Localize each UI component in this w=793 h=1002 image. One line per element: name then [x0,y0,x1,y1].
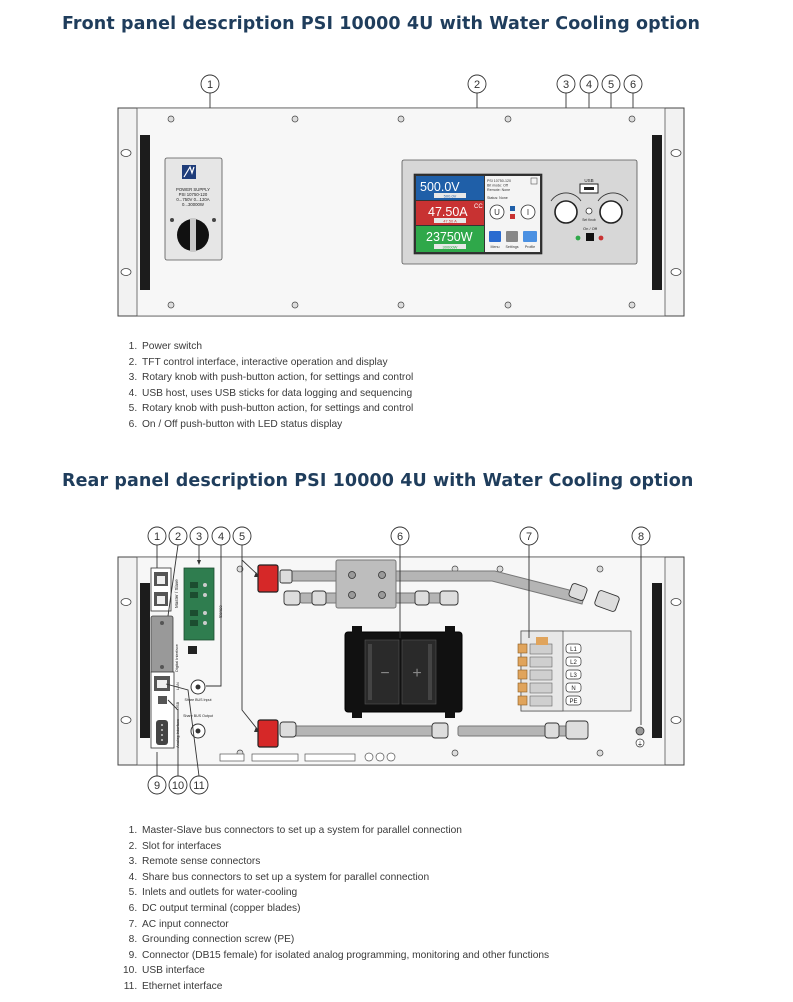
onoff-label: On / Off [583,226,598,231]
rear-item-10: USB interface [140,963,549,979]
rear-callout-9: 9 [154,780,160,792]
front-callout-3: 3 [563,79,569,91]
ground-symbol-icon: ⏚ [637,741,643,748]
ac-terminal-l3: L3 [570,673,577,679]
rear-label-master-slave: Master / Slave [174,579,179,608]
rear-item-1: Master-Slave bus connectors to set up a … [140,823,549,839]
power-label-line-2: PSI 10750-120 [179,192,208,197]
display-mode: CC [474,204,483,210]
rear-label-usb: USB [175,701,180,710]
display-current: 47.50A [428,205,468,219]
rear-item-4: Share bus connectors to set up a system … [140,870,549,886]
front-item-5: Rotary knob with push-button action, for… [140,401,413,417]
rear-callout-11: 11 [193,780,204,792]
rear-panel-diagram: Master / Slave Digital Interface Sense L… [117,526,685,795]
display-current-set: 47.50 A [443,218,457,223]
rear-item-8: Grounding connection screw (PE) [140,932,549,948]
rear-callout-7: 7 [526,531,532,543]
rear-item-9: Connector (DB15 female) for isolated ana… [140,948,549,964]
front-item-3: Rotary knob with push-button action, for… [140,370,413,386]
rear-callout-8: 8 [638,531,644,543]
display-info-3: Remote: None [487,188,510,192]
rear-callout-2: 2 [175,531,181,543]
display-info-2: Bit mode: Off [487,184,508,188]
display-voltage: 500.0V [420,180,460,194]
front-item-4: USB host, uses USB sticks for data loggi… [140,386,413,402]
rear-item-11: Ethernet interface [140,979,549,995]
front-item-1: Power switch [140,339,413,355]
front-callout-5: 5 [608,79,614,91]
front-panel-heading: Front panel description PSI 10000 4U wit… [62,14,701,34]
display-power: 23750W [426,230,473,244]
rear-label-share-in: Share BUS Input [185,698,212,702]
rear-item-5: Inlets and outlets for water-cooling [140,885,549,901]
display-info-4: Status: None [487,196,508,200]
front-panel-list: Power switch TFT control interface, inte… [108,339,413,433]
front-callout-2: 2 [474,79,480,91]
rear-item-7: AC input connector [140,917,549,933]
rear-callout-1: 1 [154,531,160,543]
rear-label-sense: Sense [218,605,223,618]
display-power-set: 30000W [443,244,458,249]
display-info-1: PSI 10750-120 [487,179,511,183]
front-panel-diagram: POWER SUPPLY PSI 10750-120 0...750V 0...… [117,74,685,317]
ac-terminal-n: N [571,686,575,692]
display-voltage-set: 500.0V [444,193,457,198]
front-item-6: On / Off push-button with LED status dis… [140,417,413,433]
dc-plus-label: + [412,665,421,682]
rear-label-lan: LAN [175,682,180,690]
power-label-line-1: POWER SUPPLY [176,187,210,192]
rear-panel-heading: Rear panel description PSI 10000 4U with… [62,471,694,491]
rear-label-digital-interface: Digital Interface [174,643,179,672]
ac-terminal-l1: L1 [570,647,577,653]
rear-label-analog: Analog Interface [175,718,180,748]
front-callout-1: 1 [207,79,213,91]
power-label-line-4: 0...30000W [182,202,205,207]
display-button-settings: Settings [506,245,519,249]
svg-text:I: I [527,208,529,217]
rear-callout-5: 5 [239,531,245,543]
front-callout-6: 6 [630,79,636,91]
rear-callout-3: 3 [196,531,202,543]
rear-label-share-out: Share BUS Output [183,714,213,718]
display-button-profile: Profile [525,245,535,249]
ac-terminal-l2: L2 [570,660,577,666]
rear-item-3: Remote sense connectors [140,854,549,870]
power-label-line-3: 0...750V 0...120A [176,197,209,202]
dc-minus-label: − [380,665,389,682]
svg-text:U: U [494,208,500,217]
front-callout-4: 4 [586,79,592,91]
knob-center-label: Set Knob [582,218,596,222]
front-item-2: TFT control interface, interactive opera… [140,355,413,371]
ac-terminal-pe: PE [569,699,577,705]
rear-item-2: Slot for interfaces [140,839,549,855]
rear-callout-10: 10 [172,780,184,792]
rear-callout-4: 4 [218,531,224,543]
display-button-menu: Menu [491,245,500,249]
usb-label: USB [584,178,593,183]
rear-callout-6: 6 [397,531,403,543]
rear-panel-list: Master-Slave bus connectors to set up a … [108,823,549,995]
rear-item-6: DC output terminal (copper blades) [140,901,549,917]
